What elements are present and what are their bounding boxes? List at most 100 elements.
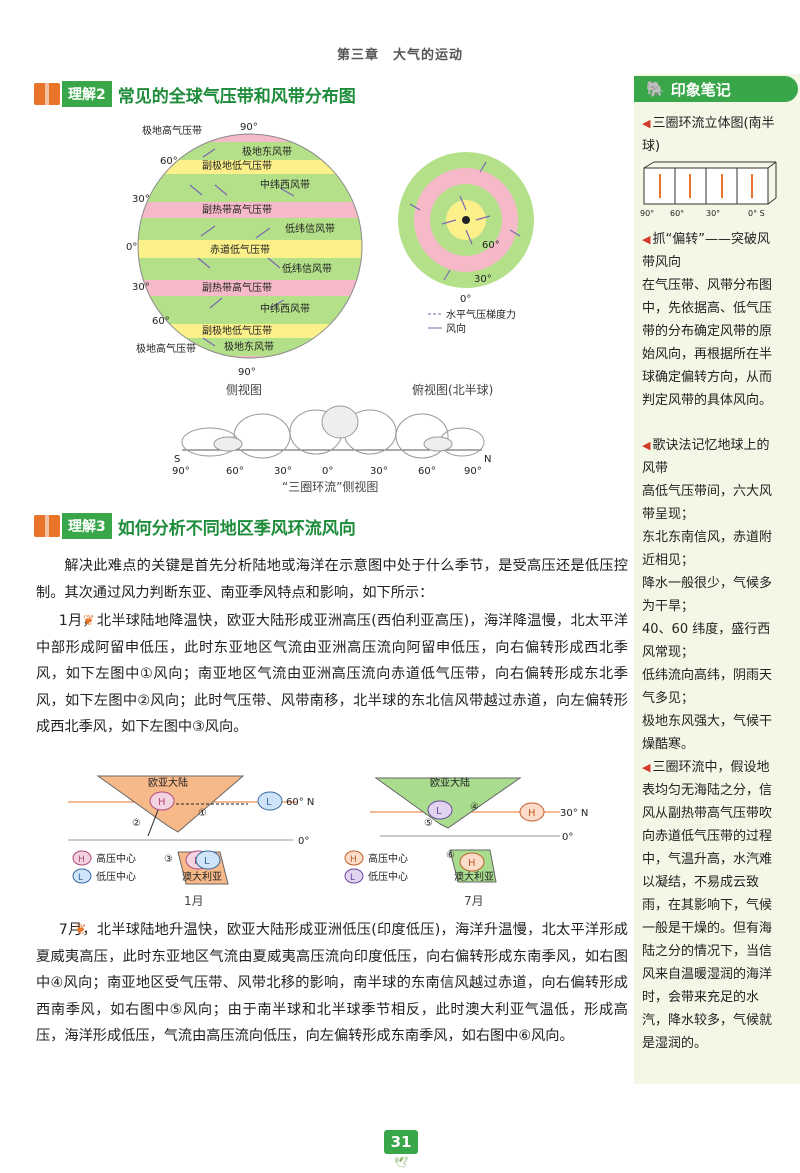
top-view-arrows (409, 161, 521, 281)
triangle-icon: ◀ (642, 439, 651, 452)
tick-label: 90° (464, 466, 482, 477)
sidebar-heading: 🐘 印象笔记 (634, 76, 798, 102)
lat-0: 0° (126, 242, 137, 253)
jul-lat0: 0° (562, 832, 573, 843)
band-label: 低纬信风带 (285, 222, 335, 235)
jan-l2: L (204, 856, 210, 867)
band-label: 极地东风带 (242, 145, 292, 158)
three-cell-diagram: S N 90° 60° 30° 0° 30° 60° 90° (172, 405, 491, 477)
cube-tick: 90° (640, 209, 654, 218)
note-2-title: 抓“偏转”——突破风带风向 (642, 232, 770, 270)
note-3-line: 40、60 纬度，盛行西风常现； (642, 622, 771, 660)
section-2-heading: 理解2 常见的全球气压带和风带分布图 (34, 81, 356, 107)
triangle-icon: ◀ (642, 761, 651, 774)
jul-legend-l: 低压中心 (368, 870, 408, 883)
january-text: 1月，北半球陆地降温快，欧亚大陆形成亚洲高压(西伯利亚高压)，海洋降温慢，北太平… (36, 613, 628, 735)
note-4-body: 三圈环流中，假设地表均匀无海陆之分，信风从副热带高气压带吹向赤道低气压带的过程中… (642, 760, 773, 1051)
jan-australia: 澳大利亚 (182, 870, 222, 883)
triangle-icon: ◀ (642, 233, 651, 246)
jul-continent: 欧亚大陆 (430, 776, 470, 789)
jul-c6: ⑥ (446, 850, 455, 861)
legend-gradient: 水平气压梯度力 (446, 308, 516, 321)
note-3-line: 极地东风强大，气候干燥酷寒。 (642, 714, 773, 752)
jan-c1: ① (198, 808, 207, 819)
bird-icon: 🕊 (394, 1156, 408, 1169)
book-icon (34, 83, 60, 105)
january-map: 欧亚大陆 H L 60° N ① ② H L ③ 澳大利亚 0° H 高压中心 … (68, 775, 314, 885)
side-view-caption: 侧视图 (226, 383, 263, 397)
jan-legend-l: 低压中心 (96, 870, 136, 883)
note-3-title: 歌诀法记忆地球上的风带 (642, 438, 770, 476)
leaf-bullet-icon: ❦ (82, 613, 95, 629)
band-label: 极地东风带 (224, 340, 274, 353)
three-cell-caption: “三圈环流”侧视图 (282, 480, 379, 494)
july-map: 欧亚大陆 L H 30° N ④ ⑤ H ⑥ 澳大利亚 0° H 高压中心 L … (344, 776, 588, 884)
top-pressure-label: 极地高气压带 (142, 124, 202, 137)
bottom-pressure-label: 极地高气压带 (136, 342, 196, 355)
jul-c5: ⑤ (424, 818, 433, 829)
jan-l: L (266, 797, 272, 808)
side-view-diagram: 极地高气压带 90° 极地东风带 副极地低气压带 中纬西风带 副热带高气压带 低… (126, 122, 363, 378)
note-4: ◀三圈环流中，假设地表均匀无海陆之分，信风从副热带高气压带吹向赤道低气压带的过程… (642, 756, 782, 1055)
lat-60s: 60° (152, 316, 170, 327)
cube-tick: 30° (706, 209, 720, 218)
jan-lat60: 60° N (286, 797, 314, 808)
legend-l-symbol: L (78, 873, 83, 883)
top-lat-0: 0° (460, 294, 471, 305)
lat-90s: 90° (238, 367, 256, 378)
jan-h: H (158, 797, 166, 808)
band-label: 副极地低气压带 (202, 324, 272, 337)
jan-legend-h: 高压中心 (96, 852, 136, 865)
band-label: 中纬西风带 (260, 302, 310, 315)
tick-label: 30° (370, 466, 388, 477)
band-label: 副热带高气压带 (202, 203, 272, 216)
section-3-title: 如何分析不同地区季风环流风向 (117, 518, 356, 539)
top-lat-60: 60° (482, 240, 500, 251)
top-lat-30: 30° (474, 274, 492, 285)
note-3-line: 低纬流向高纬，阴雨天气多见； (642, 668, 773, 706)
lat-30s: 30° (132, 282, 150, 293)
july-paragraph: ❦ 7月，北半球陆地升温快，欧亚大陆形成亚洲低压(印度低压)，海洋升温慢，北太平… (36, 917, 628, 1050)
jul-l: L (436, 806, 442, 817)
top-view-caption: 俯视图(北半球) (412, 383, 494, 397)
july-caption: 7月 (464, 894, 484, 908)
legend-wind: 风向 (446, 322, 466, 335)
sidebar-title: 印象笔记 (670, 80, 731, 99)
globe-bands (138, 134, 362, 358)
elephant-icon: 🐘 (646, 80, 665, 98)
january-paragraph: ❦ 1月，北半球陆地降温快，欧亚大陆形成亚洲高压(西伯利亚高压)，海洋降温慢，北… (36, 608, 628, 741)
note-3-line: 高低气压带间，六大风带呈现； (642, 484, 773, 522)
band-label: 赤道低气压带 (210, 243, 270, 256)
leaf-bullet-icon: ❦ (74, 922, 87, 938)
january-caption: 1月 (184, 894, 204, 908)
note-2: ◀抓“偏转”——突破风带风向 在气压带、风带分布图中，先依据高、低气压带的分布确… (642, 228, 782, 412)
jul-legend-h: 高压中心 (368, 852, 408, 865)
jul-australia: 澳大利亚 (454, 870, 494, 883)
cube-diagram: 90° 60° 30° 0° S (640, 161, 777, 218)
jan-continent: 欧亚大陆 (148, 776, 188, 789)
band-label: 副热带高气压带 (202, 281, 272, 294)
tick-label: 0° (322, 466, 333, 477)
lat-90n: 90° (240, 122, 258, 133)
page-number: 31 (384, 1130, 418, 1154)
cube-tick: 0° S (748, 209, 765, 218)
cube-arrows (659, 174, 753, 198)
lat-30n: 30° (132, 194, 150, 205)
jan-c3: ③ (164, 854, 173, 865)
july-text: 7月，北半球陆地升温快，欧亚大陆形成亚洲低压(印度低压)，海洋升温慢，北太平洋形… (36, 922, 628, 1044)
tick-label: 60° (418, 466, 436, 477)
cloud-icons (213, 405, 453, 452)
wind-arrows (189, 148, 295, 347)
note-3-line: 东北东南信风，赤道附近相见； (642, 530, 773, 568)
note-3: ◀歌诀法记忆地球上的风带 高低气压带间，六大风带呈现； 东北东南信风，赤道附近相… (642, 434, 782, 756)
section-2-tag: 理解2 (62, 81, 112, 107)
jul-h2: H (468, 858, 476, 869)
legend-h-symbol: H (350, 855, 357, 865)
legend-h-symbol: H (78, 855, 85, 865)
note-1-text: 三圈环流立体图(南半球) (642, 116, 775, 154)
note-1-title: ◀三圈环流立体图(南半球) (642, 112, 782, 158)
chapter-header: 第三章 大气的运动 (336, 48, 463, 63)
band-label: 中纬西风带 (260, 178, 310, 191)
section-2-title: 常见的全球气压带和风带分布图 (117, 86, 356, 107)
tick-label: 30° (274, 466, 292, 477)
